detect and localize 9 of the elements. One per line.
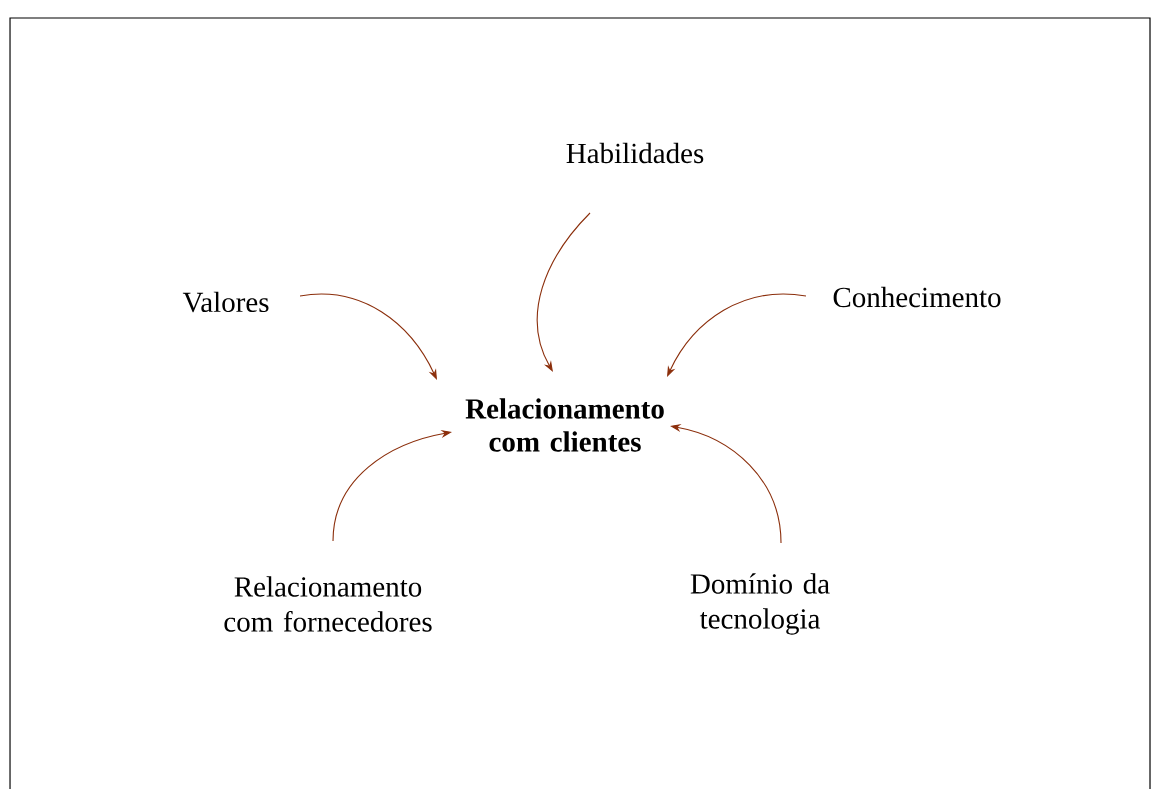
curved-arrow (299, 293, 437, 380)
node-label: Domínio da tecnologia (690, 573, 830, 635)
node-label: Valores (182, 291, 269, 313)
curved-arrow (536, 212, 591, 372)
node-label: Relacionamento com fornecedores (224, 576, 432, 632)
node-label: Relacionamento com clientes (465, 398, 664, 452)
node-label: Habilidades (566, 142, 704, 164)
curved-arrow (667, 293, 807, 377)
node-label: Conhecimento (833, 286, 1001, 308)
